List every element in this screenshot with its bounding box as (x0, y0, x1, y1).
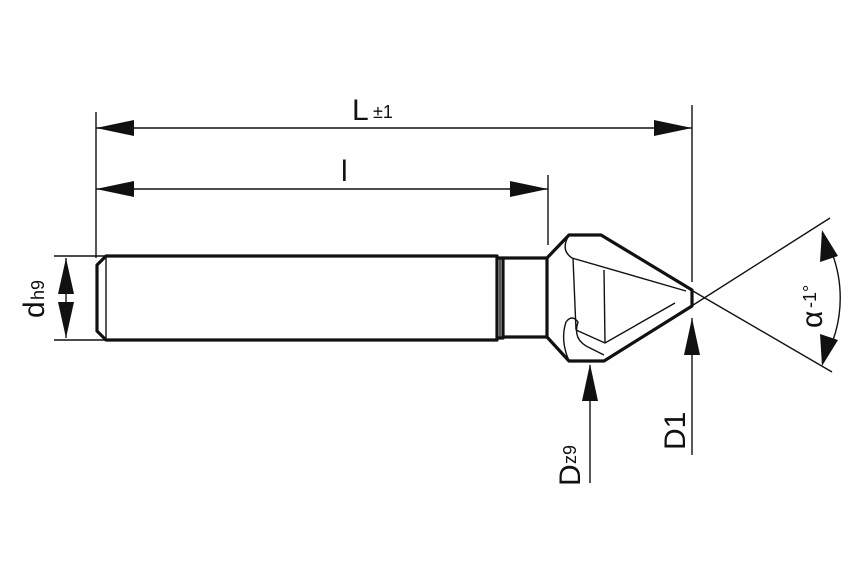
dimension-angle: α -1° (796, 230, 841, 366)
label-d-tol: h9 (28, 280, 48, 300)
dimension-d: d h9 (18, 258, 74, 338)
label-l: l (341, 155, 348, 188)
label-d: d (18, 301, 51, 318)
shank (95, 254, 499, 342)
label-L-tol: ±1 (373, 102, 393, 122)
label-D1: D1 (659, 412, 692, 450)
label-alpha: α (796, 311, 829, 328)
tool-outline (95, 233, 694, 363)
label-D: D (554, 464, 587, 486)
dimension-D: D z9 (554, 364, 598, 486)
label-alpha-tol: -1° (800, 285, 820, 308)
neck (503, 256, 547, 339)
dimension-D1: D1 (659, 318, 700, 455)
countersink-head (545, 233, 694, 363)
extension-lines (54, 105, 833, 373)
label-D-tol: z9 (560, 445, 580, 464)
dimension-L: L ±1 (96, 94, 692, 136)
label-L: L (352, 94, 369, 127)
dimension-l: l (96, 155, 548, 197)
